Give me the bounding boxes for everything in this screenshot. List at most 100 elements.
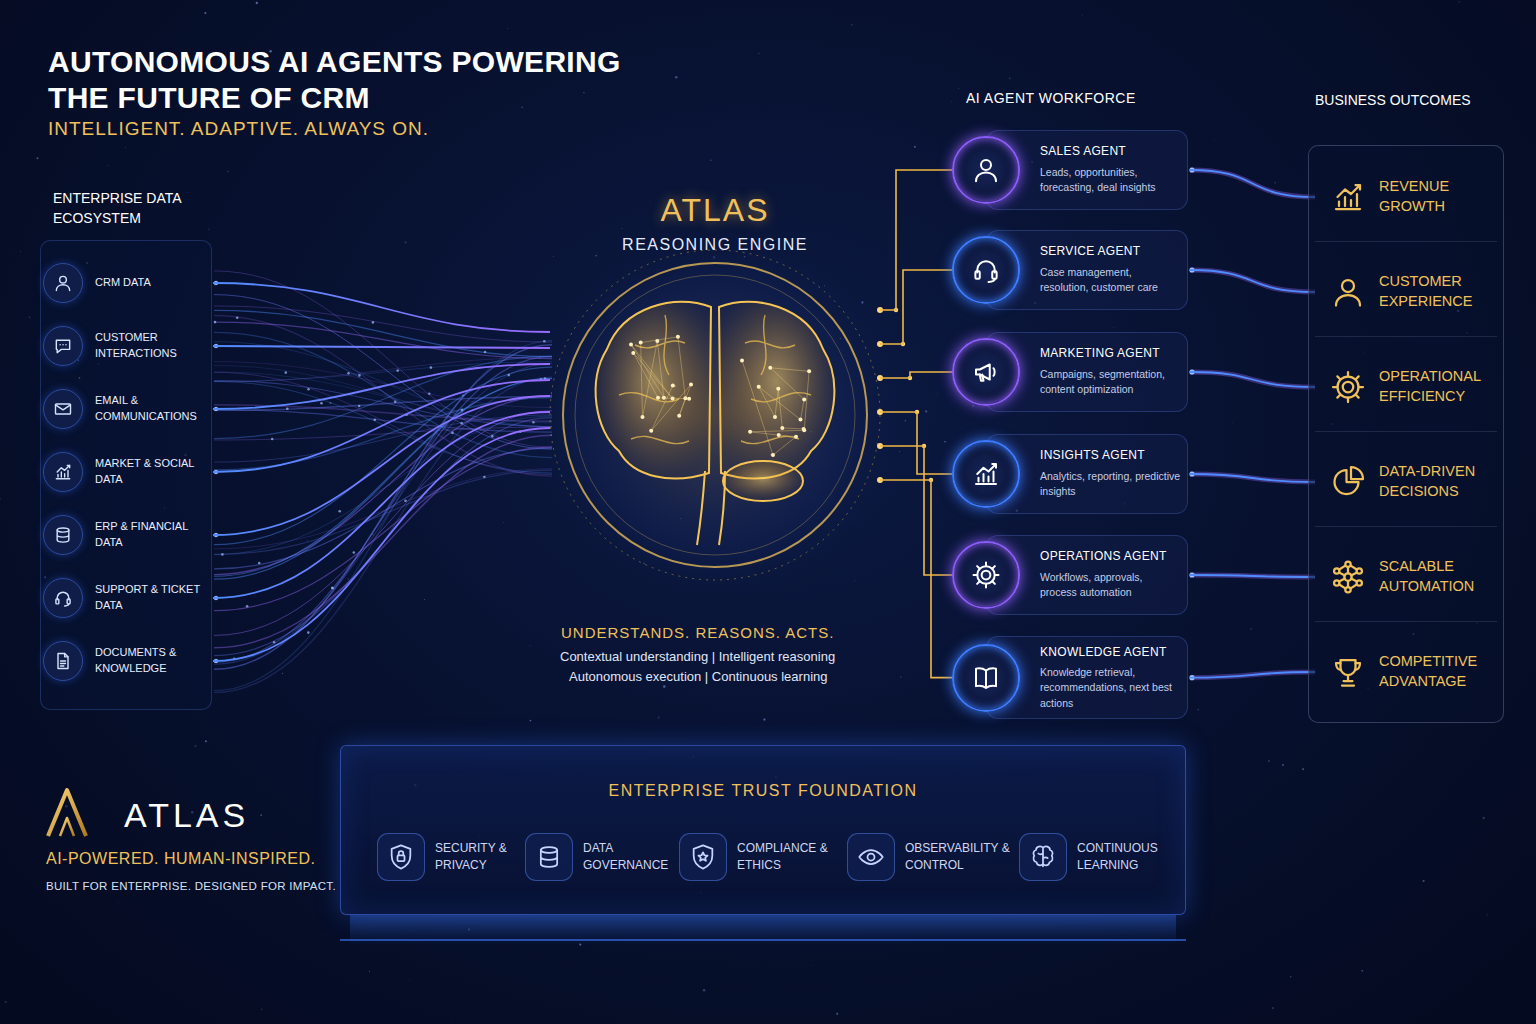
star-dot [1082, 14, 1083, 15]
decor-path [976, 483, 996, 485]
connector-line [1190, 270, 1315, 292]
star-dot [1112, 327, 1114, 329]
data-strand [214, 469, 552, 549]
neural-link [641, 337, 678, 343]
decor-path [57, 465, 69, 472]
star-dot [1004, 7, 1006, 9]
data-spark [396, 369, 399, 372]
text-wrap: SERVICE AGENTCase management, resolution… [1040, 230, 1182, 310]
agent-description: Analytics, reporting, predictive insight… [1040, 469, 1182, 499]
decor-path [1338, 185, 1361, 197]
text-wrap: ERP & FINANCIAL DATA [95, 509, 207, 561]
source-item: CRM DATA [41, 257, 211, 309]
icon [952, 541, 1020, 609]
star-dot [261, 1009, 263, 1011]
decor-rect [975, 271, 979, 279]
doc-icon [53, 651, 73, 671]
star-dot [663, 685, 666, 688]
text-wrap: KNOWLEDGE AGENTKnowledge retrieval, reco… [1040, 636, 1182, 719]
decor-g [629, 335, 811, 457]
star-dot [900, 676, 902, 678]
connector-line [213, 396, 550, 535]
star-dot [951, 101, 953, 103]
connector-glow [1190, 372, 1315, 387]
star-dot [1274, 182, 1275, 183]
decor-circle [575, 275, 855, 555]
star-dot [1482, 817, 1484, 819]
label-text: ATLAS [124, 796, 249, 835]
text-wrap: SECURITY & PRIVACY [435, 828, 520, 886]
neural-link [782, 428, 803, 430]
icon [43, 641, 83, 681]
decor-path [56, 285, 69, 291]
star-dot [925, 410, 927, 412]
source-item: CUSTOMER INTERACTIONS [41, 320, 211, 372]
neural-link [631, 344, 664, 397]
source-item: DOCUMENTS & KNOWLEDGE [41, 635, 211, 687]
decor-circle [1342, 280, 1354, 292]
text-wrap: SUPPORT & TICKET DATA [95, 572, 207, 624]
icon [1019, 833, 1067, 881]
icon [43, 326, 83, 366]
star-dot [703, 989, 705, 991]
outcome-item: DATA-DRIVEN DECISIONS [1315, 437, 1497, 527]
decor-line [340, 939, 1186, 941]
neural-link [770, 368, 804, 400]
outcomes-panel: BUSINESS OUTCOMESREVENUE GROWTHCUSTOMER … [1308, 145, 1504, 723]
decor-circle [981, 160, 991, 170]
text-wrap: CONTINUOUS LEARNING [1077, 828, 1167, 886]
decor-g [596, 302, 835, 545]
data-strand [214, 332, 552, 457]
source-label: SUPPORT & TICKET DATA [95, 582, 207, 614]
text-wrap: COMPLIANCE & ETHICS [737, 828, 842, 886]
star-dot [958, 88, 960, 90]
mega-icon [971, 357, 1001, 387]
icon [847, 833, 895, 881]
decor-path [719, 302, 834, 479]
agent-name: OPERATIONS AGENT [1040, 549, 1182, 565]
source-item: MARKET & SOCIAL DATA [41, 446, 211, 498]
decor-g [0, 1, 1488, 1023]
decor-path [60, 818, 74, 836]
decor-rect [56, 599, 59, 604]
connector-line [1190, 575, 1315, 577]
star-dot [854, 580, 855, 581]
neural-link [651, 384, 691, 430]
icon [525, 833, 573, 881]
decor-path [61, 654, 69, 667]
eye-icon [857, 843, 885, 871]
agent-name: KNOWLEDGE AGENT [1040, 645, 1182, 661]
icon [1325, 174, 1371, 220]
text-wrap: COMPETITIVE ADVANTAGE [1379, 627, 1497, 717]
neural-node [689, 382, 693, 386]
outcome-item: OPERATIONAL EFFICIENCY [1315, 342, 1497, 432]
decor-path [1336, 663, 1360, 686]
gear-icon [971, 560, 1001, 590]
text-wrap: EMAIL & COMMUNICATIONS [95, 383, 207, 435]
label-text: Contextual understanding | Intelligent r… [560, 649, 835, 664]
source-label: MARKET & SOCIAL DATA [95, 456, 207, 488]
data-spark [331, 587, 334, 590]
neural-link [679, 398, 685, 415]
star-dot [125, 147, 126, 148]
icon [952, 338, 1020, 406]
decor-path [56, 405, 71, 410]
connector-line [880, 270, 952, 344]
star-dot [194, 745, 196, 747]
neural-link [641, 343, 643, 418]
source-item: EMAIL & COMMUNICATIONS [41, 383, 211, 435]
star-dot [1272, 1007, 1274, 1009]
connector-glow [1190, 170, 1315, 197]
decor-path [596, 302, 711, 479]
icon [43, 515, 83, 555]
icon [952, 440, 1020, 508]
data-spark [214, 321, 217, 324]
data-spark [246, 605, 249, 608]
decor-ellipse [57, 528, 69, 532]
neural-node [631, 351, 635, 355]
decor-rect [56, 404, 71, 414]
star-dot [658, 717, 660, 719]
star-dot [851, 24, 852, 25]
data-strand [214, 366, 552, 427]
decor-circle [60, 276, 67, 283]
